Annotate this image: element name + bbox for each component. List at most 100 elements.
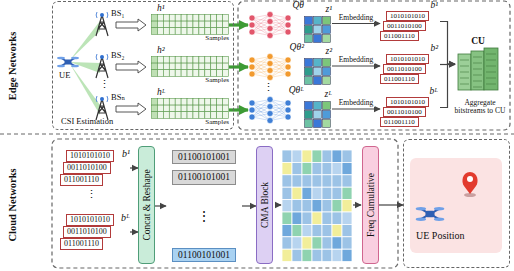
edge-label: Embedding (338, 99, 375, 107)
bitstream-stack: bᴸ 10101010100011010100011001110 (60, 214, 130, 250)
ellipsis: ⋮ (99, 78, 110, 90)
latent-vector: z¹ (302, 5, 332, 43)
station-label: BSₙ (111, 93, 125, 102)
encoder-network: Qθ (248, 11, 292, 39)
bitstream-card: 011001110 (380, 74, 419, 84)
bitstream-card: 011001110 (60, 238, 103, 250)
bitstream-symbol: bᴸ (121, 212, 130, 223)
latent-vector: z² (302, 47, 332, 85)
bitstream-card: 0011010100 (63, 162, 111, 174)
flow-arrow (242, 205, 256, 206)
matrix-symbol: h² (157, 45, 165, 55)
process-label: Freq Cumulative (365, 173, 375, 237)
bitstream-card: 011001110 (380, 117, 419, 127)
process-box: Concat & Reshape (138, 146, 155, 264)
flow-arrow (275, 204, 281, 205)
process-label: CMA Block (259, 182, 269, 228)
encoder-network: Qθ² (248, 53, 292, 81)
section-divider (0, 134, 514, 135)
bitstream-stack: b¹10101010100011010100011001110 (380, 1, 440, 42)
sample-grid (151, 98, 229, 119)
bitstream-symbol: b² (430, 43, 438, 53)
sample-grid (151, 14, 229, 35)
bitstream-row: 01100101001 (172, 248, 236, 262)
region-title: CSI Estimation (61, 117, 113, 126)
feed-arrow (229, 23, 248, 26)
position-output: UE Position (403, 139, 510, 268)
bitstream-column: 0110010100101100101001⋮01100101001 (166, 150, 242, 262)
ellipsis: ⋮ (86, 188, 97, 200)
channel-matrix: h² Samples (151, 46, 229, 86)
channel-matrix: h¹Samples (151, 4, 229, 44)
bitstream-card: 1010101010 (66, 150, 114, 162)
encoder-network: Qθᴸ (248, 96, 292, 124)
note-text: Aggregate bitstreams to CU (452, 99, 508, 116)
flow-arrow (379, 204, 403, 205)
bitstream-card: 0011010100 (383, 107, 426, 117)
axis-label: Samples (205, 119, 229, 127)
flow-arrow (332, 65, 380, 66)
bitstream-symbol: b¹ (430, 0, 438, 10)
section-title: Edge Networks (7, 32, 19, 101)
section-title: Cloud Networks (7, 168, 19, 241)
feed-arrow (229, 108, 248, 111)
drone-icon (57, 57, 79, 68)
bitstream-card: 1010101010 (386, 97, 429, 107)
flow-arrow (440, 64, 455, 108)
flow-arrow (332, 108, 380, 109)
process-box: Freq Cumulative (362, 146, 379, 264)
device-label: UE (59, 71, 70, 80)
bitstream-symbol: b¹ (122, 148, 130, 159)
flow-arrow (130, 231, 138, 232)
bitstream-stack: b¹ 10101010100011010100011001110 (60, 150, 130, 186)
bitstream-symbol: bᴸ (429, 86, 438, 96)
latent-symbol: z² (325, 46, 332, 56)
network-icon (248, 96, 292, 124)
latent-cells (304, 101, 331, 128)
encoder-symbol: Qθ (292, 0, 304, 10)
latent-symbol: z¹ (325, 4, 332, 14)
bitstream-card: 1010101010 (386, 54, 429, 64)
bitstream-card: 011001110 (60, 174, 103, 186)
bitstream-card: 0011010100 (63, 226, 111, 238)
latent-vector: zᴸ (302, 90, 332, 128)
matrix-symbol: h¹ (157, 3, 165, 13)
edge-label: Embedding (338, 56, 375, 64)
cloud-region (52, 139, 398, 268)
network-icon (248, 53, 292, 81)
bitstream-card: 1010101010 (386, 11, 429, 21)
station-label: BS₁ (111, 9, 124, 18)
process-box: CMA Block (256, 146, 273, 264)
signal-beams (70, 21, 100, 115)
encoder-symbol: Qθ² (290, 42, 304, 52)
bitstream-row: 01100101001 (172, 170, 236, 184)
bitstream-card: 0011010100 (383, 64, 426, 74)
station-label: BS₂ (111, 51, 124, 60)
unit-label: CU (471, 36, 485, 46)
csi-region: h¹Samplesh²SampleshᴸSamplesCSI Estimatio… (52, 1, 234, 130)
attention-grid (282, 150, 352, 262)
sample-grid (151, 56, 229, 77)
process-label: Concat & Reshape (141, 169, 151, 240)
position-illustration (404, 140, 511, 269)
bitstream-stack: b²10101010100011010100011001110 (380, 44, 440, 85)
latent-cells (304, 58, 331, 85)
feed-arrow (229, 65, 248, 68)
encoder-region (238, 1, 510, 130)
flow-arrow (130, 167, 138, 168)
ellipsis: ⋮ (197, 185, 211, 248)
latent-cells (304, 16, 331, 43)
bitstream-stack: bᴸ10101010100011010100011001110 (380, 87, 440, 128)
bitstream-card: 0011010100 (383, 21, 426, 31)
axis-label: Samples (205, 77, 229, 85)
flow-arrow (332, 23, 380, 24)
channel-matrix: hᴸSamples (151, 88, 229, 128)
edge-label: Embedding (338, 14, 375, 22)
matrix-symbol: hᴸ (157, 87, 166, 97)
flow-arrow (440, 22, 455, 65)
central-unit: CU (455, 36, 501, 92)
bitstream-card: 1010101010 (66, 214, 114, 226)
ellipsis: ⋮ (263, 81, 274, 93)
bitstream-card: 011001110 (380, 31, 419, 41)
flow-arrow (353, 204, 361, 205)
